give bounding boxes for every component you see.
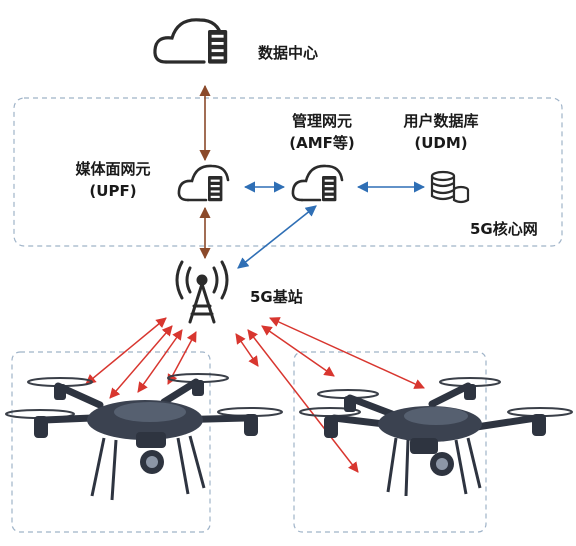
server-rack-icon [208, 30, 228, 64]
upf-node [177, 164, 230, 202]
data-center-label: 数据中心 [258, 44, 319, 62]
radio-links [85, 317, 425, 473]
amf-node [291, 164, 344, 202]
amf-label: 管理网元 (AMF等) [274, 110, 370, 154]
upf-label-line1: 媒体面网元 [75, 160, 151, 178]
base-station-label: 5G基站 [250, 288, 303, 306]
core-network-label: 5G核心网 [470, 220, 538, 238]
upf-label-line2: (UPF) [89, 182, 137, 200]
upf-label: 媒体面网元 (UPF) [58, 158, 168, 202]
link-amf-base-station [237, 205, 317, 269]
drone-icon [299, 377, 573, 497]
core-network-boundary [13, 97, 563, 247]
cloud-icon [153, 18, 224, 64]
server-rack-icon [322, 176, 337, 202]
data-center-node [153, 18, 228, 64]
database-icon [430, 170, 470, 204]
drone-right-boundary [293, 351, 487, 533]
drone-icon [5, 373, 283, 501]
udm-label-line1: 用户数据库 [403, 112, 479, 130]
amf-label-line1: 管理网元 [291, 112, 352, 130]
cell-tower-icon [175, 260, 229, 324]
cloud-icon [291, 164, 344, 202]
amf-label-line2: (AMF等) [289, 134, 355, 152]
server-rack-icon [208, 176, 223, 202]
udm-label-line2: (UDM) [414, 134, 468, 152]
cloud-icon [177, 164, 230, 202]
udm-label: 用户数据库 (UDM) [386, 110, 496, 154]
